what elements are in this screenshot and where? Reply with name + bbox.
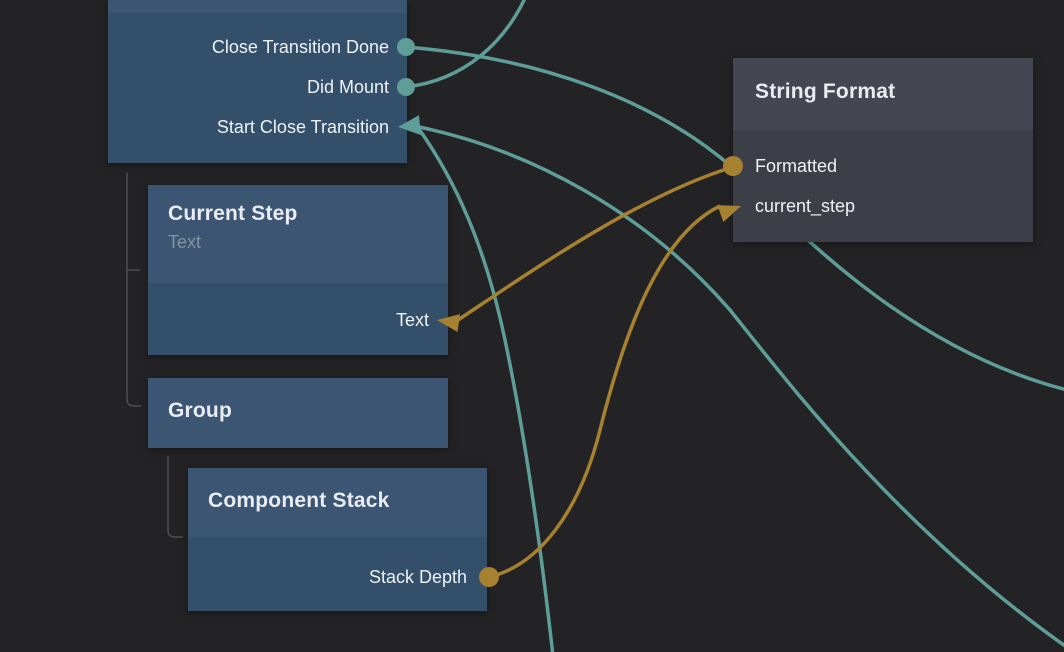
node-screen[interactable]: Close Transition Done Did Mount Start Cl… — [108, 0, 407, 163]
port-text-input[interactable]: Text — [395, 310, 429, 330]
tree-connector-group-children — [167, 456, 183, 538]
port-stack-depth-output[interactable]: Stack Depth — [368, 567, 467, 587]
port-did-mount[interactable]: Did Mount — [306, 77, 389, 97]
edge-offscreen-bottom-start-close-transition[interactable] — [417, 127, 555, 652]
node-current-step-title: Current Step — [168, 202, 298, 225]
port-current-step-input[interactable]: current_step — [755, 196, 856, 216]
edge-offscreen-bottomright-start-close-transition[interactable] — [418, 125, 1064, 648]
node-component-stack-header: Component Stack — [188, 468, 487, 537]
node-component-stack-title: Component Stack — [208, 489, 390, 512]
node-current-step-subtitle: Text — [168, 232, 202, 252]
port-formatted-output[interactable]: Formatted — [755, 156, 838, 176]
node-current-step[interactable]: Current Step Text Text — [148, 185, 448, 355]
edge-stack-depth-to-current-step[interactable] — [488, 204, 721, 579]
tree-connector-screen-children — [126, 173, 141, 407]
node-string-format[interactable]: String Format Formatted current_step — [733, 58, 1033, 242]
node-component-stack[interactable]: Component Stack Stack Depth — [188, 468, 487, 611]
node-string-format-title: String Format — [755, 80, 896, 103]
node-current-step-header: Current Step Text — [148, 185, 448, 283]
edge-did-mount-offscreen-top[interactable] — [405, 0, 526, 89]
edge-formatted-to-text[interactable] — [457, 165, 734, 322]
node-screen-header — [108, 0, 407, 13]
node-group-title: Group — [168, 399, 232, 422]
node-string-format-header: String Format — [733, 58, 1033, 130]
node-group[interactable]: Group — [148, 378, 448, 448]
port-close-transition-done[interactable]: Close Transition Done — [211, 37, 389, 57]
port-start-close-transition[interactable]: Start Close Transition — [216, 117, 389, 137]
